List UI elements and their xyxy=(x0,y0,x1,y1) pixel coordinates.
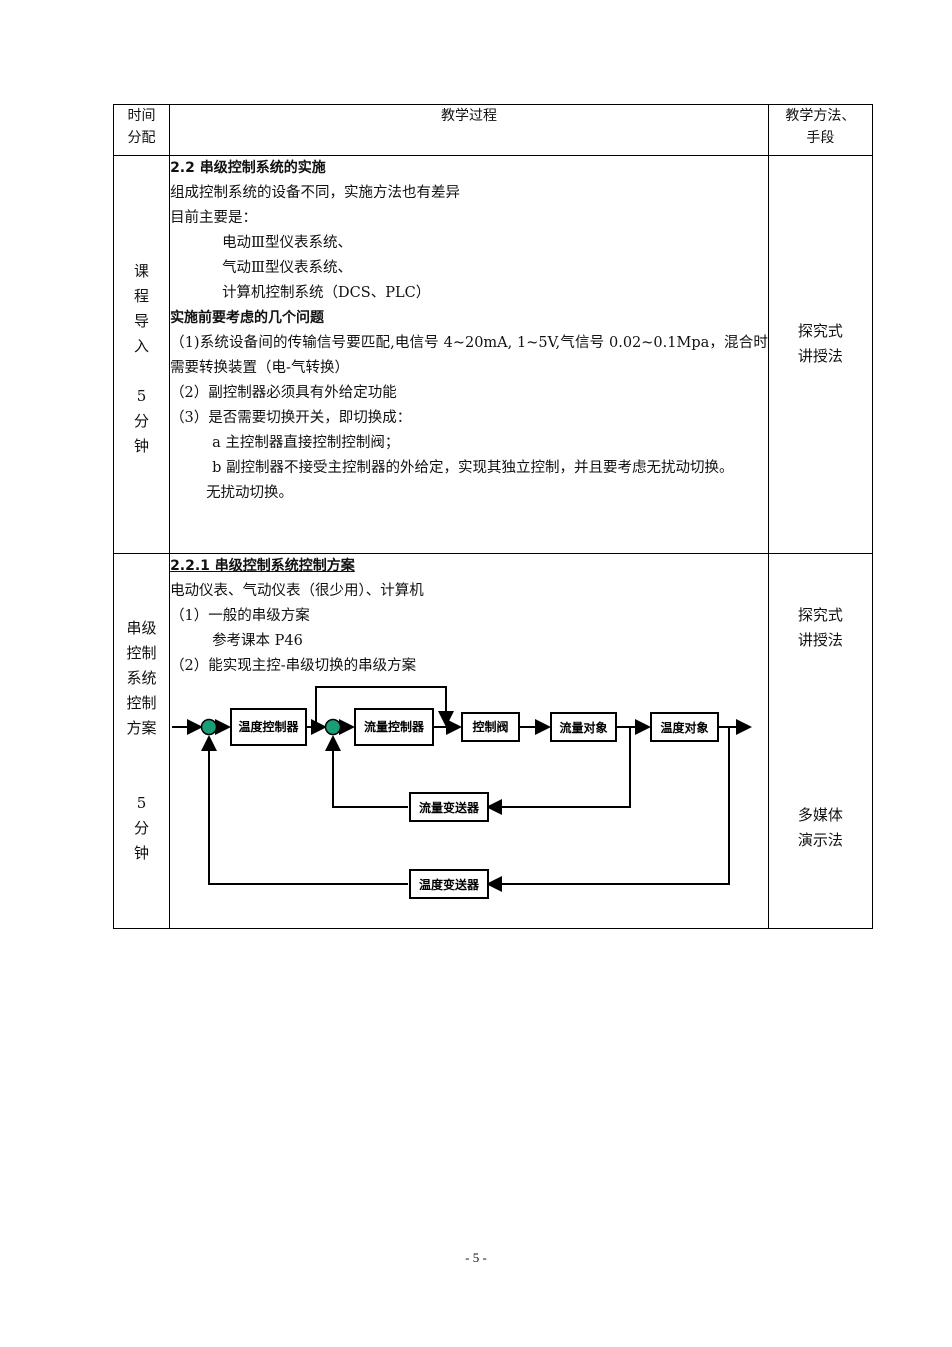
temp-transmitter-label: 温度变送器 xyxy=(419,877,480,892)
side-char: 控制 xyxy=(126,644,157,662)
table-header-row: 时间 分配 教学过程 教学方法、 手段 xyxy=(112,104,874,156)
temp-object-label: 温度对象 xyxy=(661,720,709,735)
temp-controller-block: 温度控制器 xyxy=(230,708,308,746)
text-line: 组成控制系统的设备不同，实施方法也有差异 xyxy=(170,185,461,201)
text-line: a 主控制器直接控制控制阀； xyxy=(212,435,400,451)
text-line: （1）一般的串级方案 xyxy=(170,608,310,624)
side-char: 系统 xyxy=(126,669,157,687)
side-char: 控制 xyxy=(126,694,157,712)
method-line: 探究式 xyxy=(797,606,843,624)
header-method-line2: 手段 xyxy=(806,130,835,146)
lesson-plan-table: 时间 分配 教学过程 教学方法、 手段 课 程 导 入 5 分 钟 2.2 串级… xyxy=(112,104,874,929)
header-time-line1: 时间 xyxy=(127,108,156,124)
side-char xyxy=(114,359,169,384)
method-line: 讲授法 xyxy=(797,631,843,649)
flow-transmitter-label: 流量变送器 xyxy=(419,800,480,815)
control-valve-block: 控制阀 xyxy=(461,712,521,742)
side-char: 程 xyxy=(134,287,150,305)
scheme-content-cell: 2.2.1 串级控制系统控制方案 电动仪表、气动仪表（很少用）、计算机 （1）一… xyxy=(169,553,769,929)
flow-controller-block: 流量控制器 xyxy=(354,708,435,746)
intro-time-cell: 课 程 导 入 5 分 钟 xyxy=(112,155,171,554)
section-title: 2.2.1 串级控制系统控制方案 xyxy=(170,558,355,574)
temp-object-block: 温度对象 xyxy=(650,712,720,742)
side-char: 入 xyxy=(134,337,150,355)
side-char: 方案 xyxy=(126,719,157,737)
flow-feedback-to-summer2 xyxy=(325,735,409,808)
summer-circle-2 xyxy=(324,718,342,736)
text-line: 目前主要是： xyxy=(170,210,258,226)
text-line: （1)系统设备间的传输信号要匹配,电信号 4~20mA, 1~5V,气信号 0.… xyxy=(170,335,768,376)
side-char: 分 xyxy=(134,819,150,837)
scheme-time-cell: 串级 控制 系统 控制 方案 5 分 钟 xyxy=(112,553,171,929)
temp-controller-label: 温度控制器 xyxy=(239,719,300,734)
method-line: 多媒体 xyxy=(797,806,843,824)
header-time-line2: 分配 xyxy=(127,130,156,146)
side-char: 钟 xyxy=(134,844,150,862)
intro-content-cell: 2.2 串级控制系统的实施 组成控制系统的设备不同，实施方法也有差异 目前主要是… xyxy=(169,155,769,554)
text-line: 参考课本 P46 xyxy=(212,633,303,649)
header-time: 时间 分配 xyxy=(112,104,171,156)
temp-feedback-to-transmitter xyxy=(486,727,731,892)
text-line: b 副控制器不接受主控制器的外给定，实现其独立控制，并且要考虑无扰动切换。 xyxy=(212,460,734,476)
side-char: 导 xyxy=(134,312,150,330)
side-char: 5 xyxy=(136,794,147,812)
summer-circle-1 xyxy=(200,718,218,736)
side-char: 钟 xyxy=(134,437,150,455)
header-process: 教学过程 xyxy=(169,104,769,156)
text-line: 电动Ⅲ型仪表系统、 xyxy=(222,235,353,251)
header-method-line1: 教学方法、 xyxy=(785,108,856,124)
flow-controller-label: 流量控制器 xyxy=(364,719,425,734)
text-line: 电动仪表、气动仪表（很少用）、计算机 xyxy=(170,583,424,599)
table-row-intro: 课 程 导 入 5 分 钟 2.2 串级控制系统的实施 组成控制系统的设备不同，… xyxy=(112,155,874,554)
cascade-control-diagram: 温度控制器 流量控制器 控制阀 流量对象 温度对象 xyxy=(172,686,753,899)
temp-feedback-to-summer1 xyxy=(201,735,409,885)
flow-transmitter-block: 流量变送器 xyxy=(409,792,490,822)
flow-object-label: 流量对象 xyxy=(560,720,608,735)
side-char: 5 xyxy=(136,387,147,405)
bypass-line xyxy=(315,686,455,727)
method-line: 演示法 xyxy=(797,831,843,849)
text-line: （2）副控制器必须具有外给定功能 xyxy=(170,385,397,401)
side-char: 课 xyxy=(134,262,150,280)
spacer xyxy=(114,741,169,791)
subsection-title: 实施前要考虑的几个问题 xyxy=(170,310,325,326)
method-line: 探究式 xyxy=(797,322,843,340)
flow-feedback-to-transmitter xyxy=(486,727,632,815)
scheme-method-cell: 探究式 讲授法 多媒体 演示法 xyxy=(767,553,874,929)
text-line: 无扰动切换。 xyxy=(206,485,294,501)
control-valve-label: 控制阀 xyxy=(473,719,509,734)
flow-object-block: 流量对象 xyxy=(550,712,618,742)
side-char: 分 xyxy=(134,412,150,430)
table-row-scheme: 串级 控制 系统 控制 方案 5 分 钟 2.2.1 串级控制系统控制方案 电动… xyxy=(112,553,874,929)
section-title: 2.2 串级控制系统的实施 xyxy=(170,160,326,176)
header-method: 教学方法、 手段 xyxy=(767,104,874,156)
text-line: （2）能实现主控-串级切换的串级方案 xyxy=(170,658,417,674)
page-number: - 5 - xyxy=(465,1250,487,1265)
method-line: 讲授法 xyxy=(797,347,843,365)
text-line: 计算机控制系统（DCS、PLC） xyxy=(222,285,431,301)
text-line: （3）是否需要切换开关，即切换成： xyxy=(170,410,412,426)
intro-method-cell: 探究式 讲授法 xyxy=(767,155,874,554)
text-line: 气动Ⅲ型仪表系统、 xyxy=(222,260,353,276)
side-char: 串级 xyxy=(126,619,157,637)
temp-transmitter-block: 温度变送器 xyxy=(409,869,490,899)
